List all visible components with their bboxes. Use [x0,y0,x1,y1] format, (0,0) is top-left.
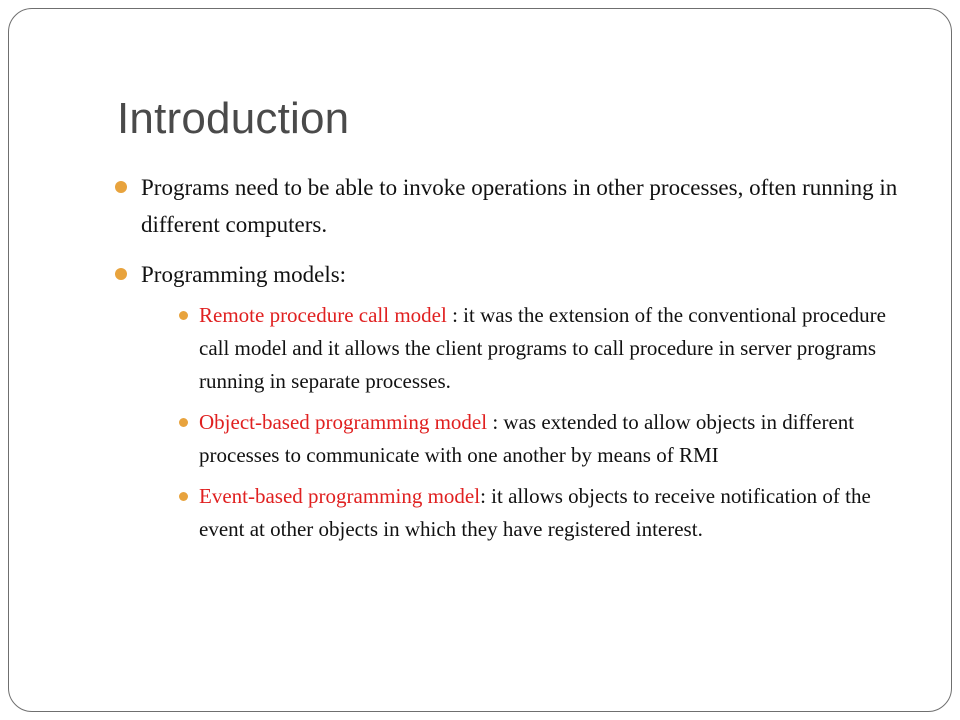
sub-bullet-item: Event-based programming model: it allows… [169,480,913,546]
bullet-item: Programming models: Remote procedure cal… [113,256,913,546]
sub-bullet-icon [179,492,188,501]
sub-bullet-item: Remote procedure call model : it was the… [169,299,913,398]
model-description: : it was the extension of the convention… [199,303,886,393]
sub-bullet-list: Remote procedure call model : it was the… [141,299,913,546]
slide-title: Introduction [117,94,350,143]
model-term: Event-based programming model [199,484,481,508]
model-term: Object-based programming model [199,410,488,434]
bullet-item: Programs need to be able to invoke opera… [113,169,913,243]
sub-bullet-icon [179,418,188,427]
model-description: : was extended to allow objects in diffe… [199,410,855,467]
bullet-text: Programs need to be able to invoke opera… [141,175,898,237]
model-term: Remote procedure call model [199,303,447,327]
sub-bullet-item: Object-based programming model : was ext… [169,406,913,472]
slide-content: Programs need to be able to invoke opera… [113,169,913,559]
bullet-list: Programs need to be able to invoke opera… [113,169,913,546]
model-description: : it allows objects to receive notificat… [199,484,871,541]
bullet-text: Programming models: [141,262,347,287]
bullet-icon [115,181,127,193]
bullet-icon [115,268,127,280]
slide-frame: Introduction Programs need to be able to… [8,8,952,712]
sub-bullet-icon [179,311,188,320]
